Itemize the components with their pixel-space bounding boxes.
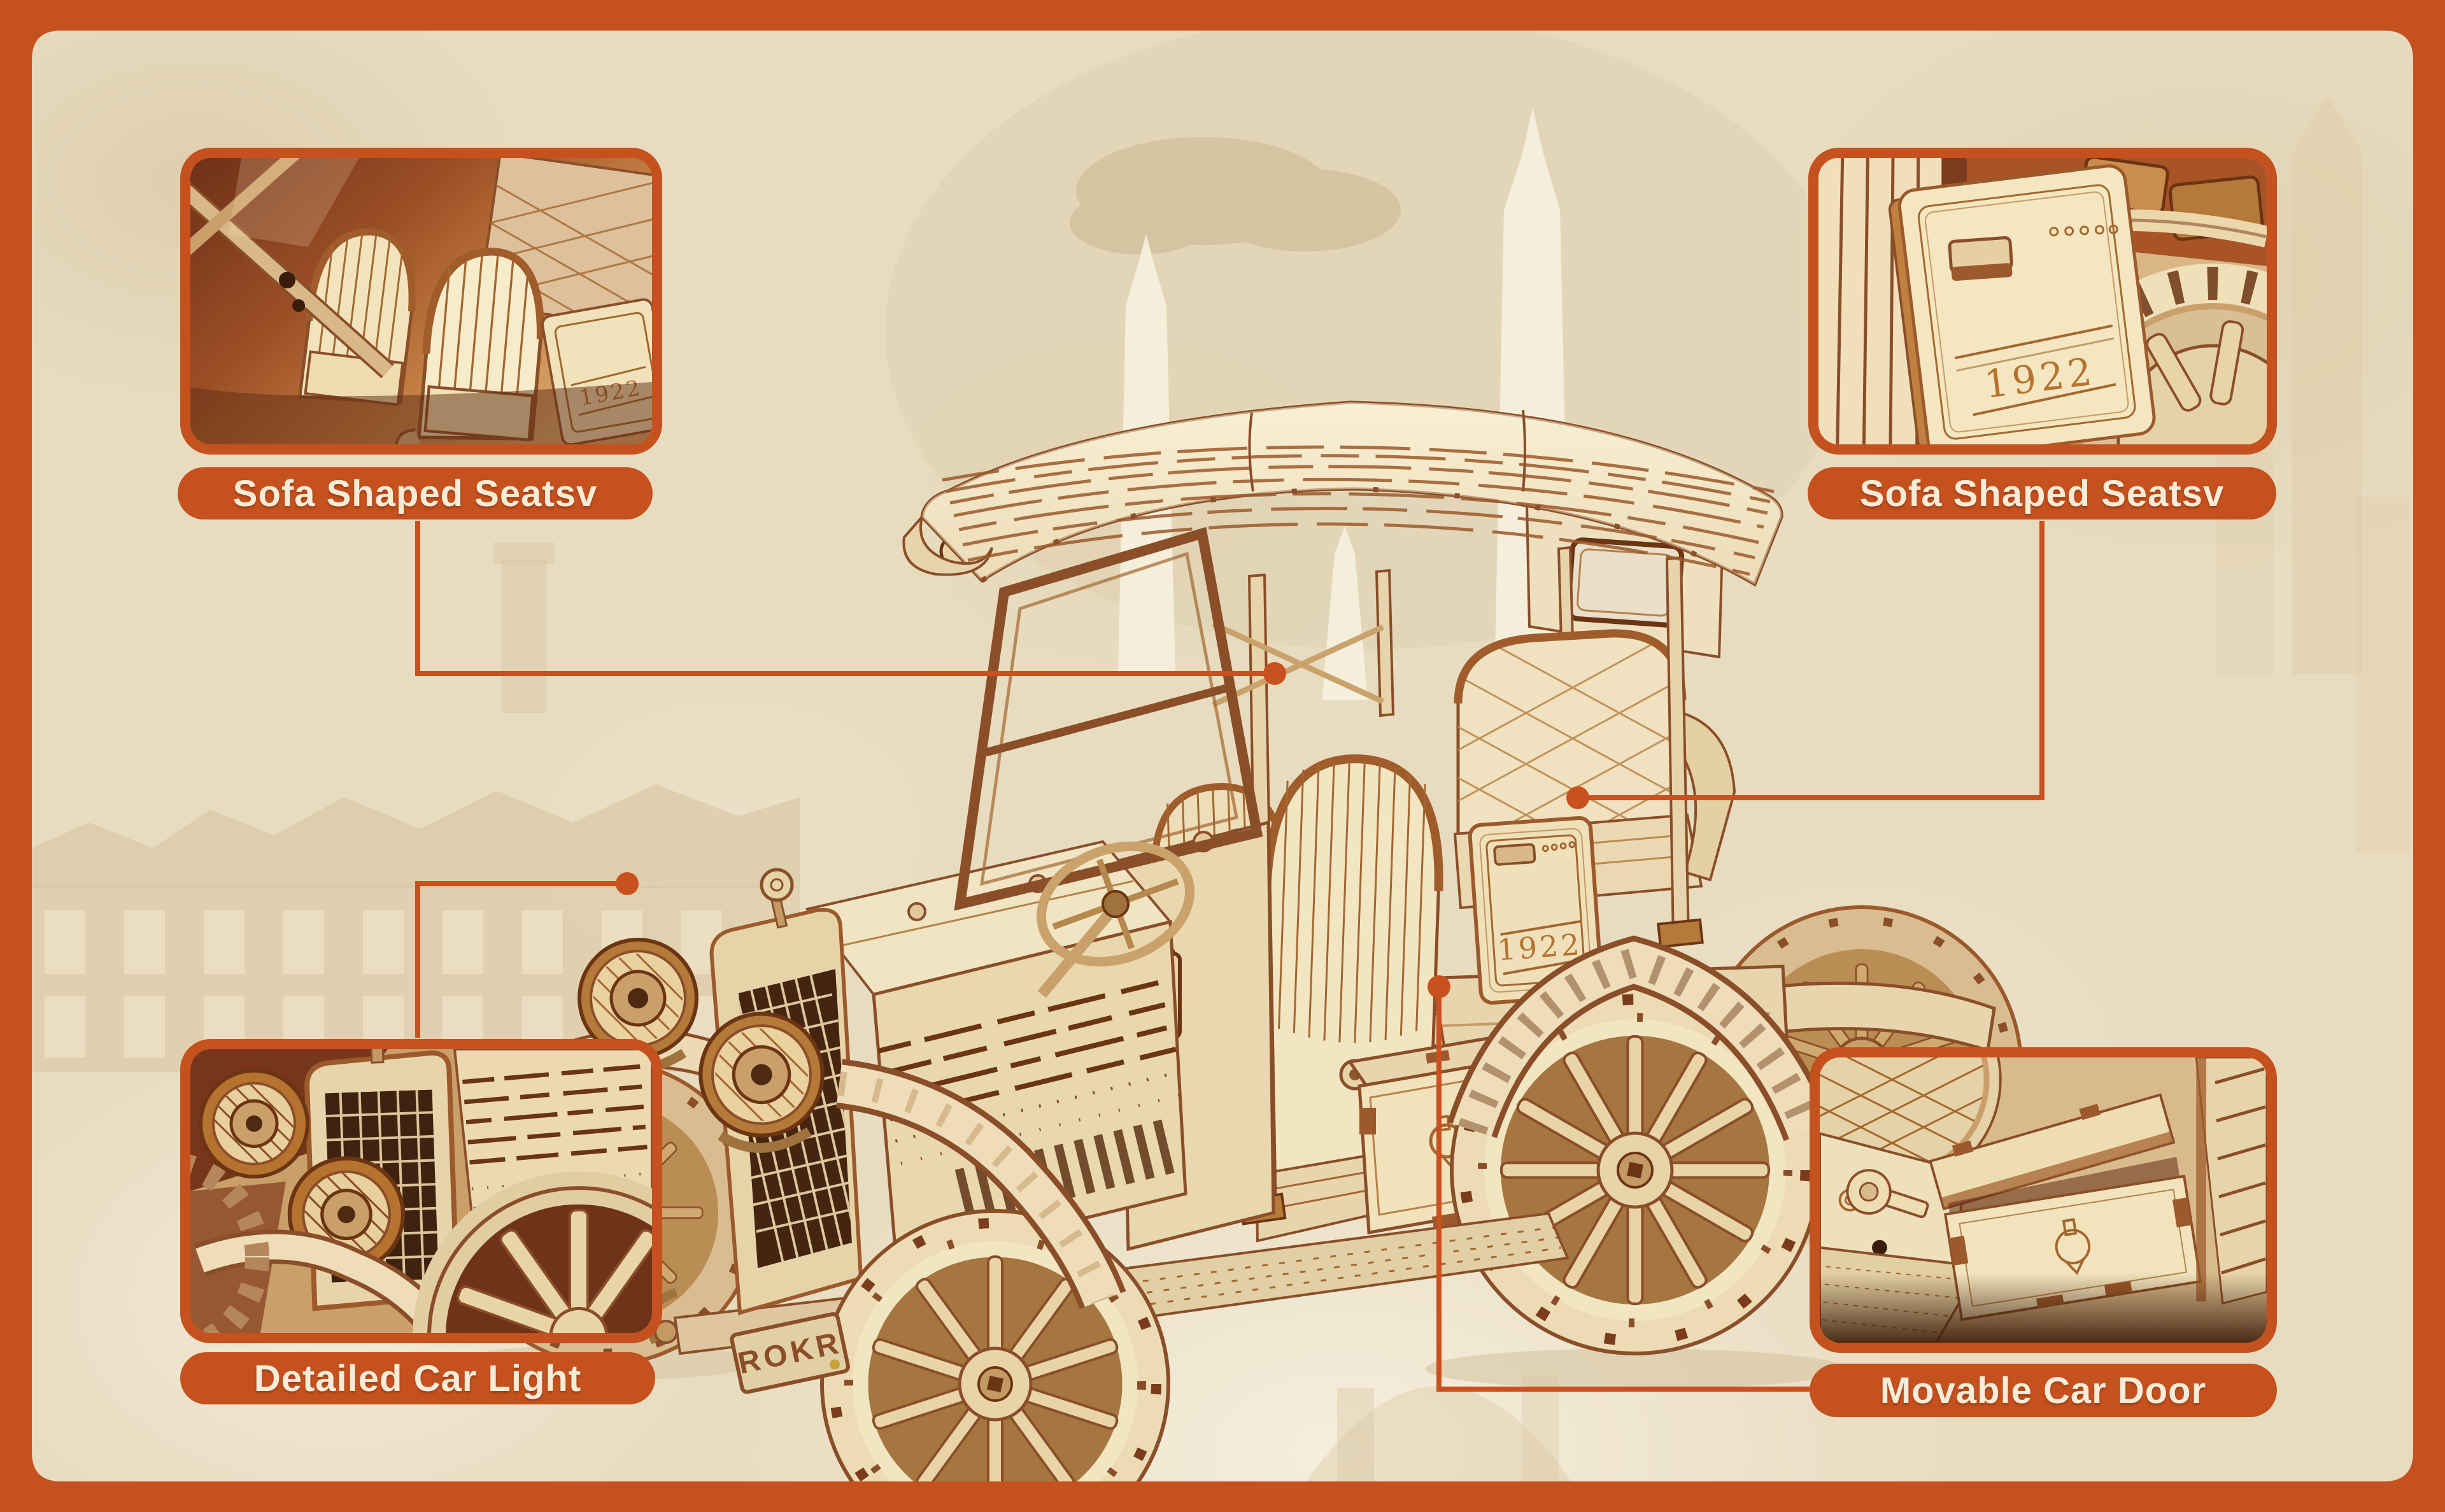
callout-label-car-light: Detailed Car Light xyxy=(180,1352,655,1404)
callout-label-text: Sofa Shaped Seatsv xyxy=(1859,472,2225,514)
callout-label-text: Sofa Shaped Seatsv xyxy=(232,472,598,514)
car-light-closeup-illustration xyxy=(190,1049,652,1333)
seats-closeup-illustration: 1922 xyxy=(190,158,652,444)
callout-label-seats-right: Sofa Shaped Seatsv xyxy=(1808,467,2276,519)
callout-photo-car-light xyxy=(180,1039,662,1343)
connector-top-left xyxy=(415,521,1275,676)
callout-label-car-door: Movable Car Door xyxy=(1810,1364,2277,1417)
car-door-closeup-illustration xyxy=(1820,1057,2267,1343)
roof-pillar xyxy=(1375,569,1395,717)
callout-label-text: Detailed Car Light xyxy=(253,1357,582,1399)
callout-photo-car-door xyxy=(1810,1047,2277,1353)
hood xyxy=(805,840,1187,1266)
door-handle xyxy=(1493,843,1536,866)
front-wheel xyxy=(820,1209,1170,1512)
callout-photo-plate-right: 1922 xyxy=(1808,148,2277,455)
plate-closeup-illustration: 1922 xyxy=(1818,158,2267,444)
roof-pillar xyxy=(1557,546,1575,644)
callout-photo-seats-left: 1922 xyxy=(180,148,662,455)
callout-label-text: Movable Car Door xyxy=(1880,1369,2207,1411)
callout-label-seats-left: Sofa Shaped Seatsv xyxy=(178,467,653,519)
